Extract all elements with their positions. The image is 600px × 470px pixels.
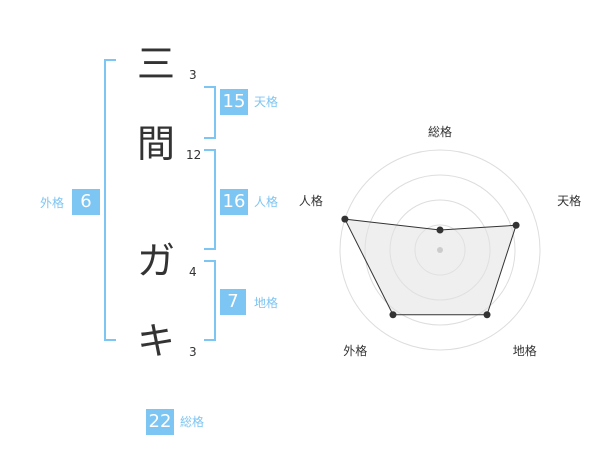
- radar-axis-label-2: 天格: [557, 193, 581, 208]
- gaikaku-label: 外格: [40, 196, 65, 210]
- tenkaku-value: 15: [220, 89, 248, 115]
- tenkaku-bracket: [204, 86, 216, 139]
- stroke-count-2: 12: [186, 148, 202, 162]
- chikaku-bracket: [204, 260, 216, 341]
- name-char-4: キ: [136, 319, 175, 363]
- radar-point-5: [341, 215, 349, 223]
- radar-axis-label-1: 総格: [428, 124, 452, 139]
- chikaku-value: 7: [220, 289, 246, 315]
- radar-point-1: [436, 226, 444, 234]
- radar-point-3: [483, 311, 491, 319]
- stroke-count-1: 3: [189, 68, 197, 82]
- name-char-2: 間: [136, 122, 175, 166]
- radar-axis-label-5: 人格: [299, 193, 323, 208]
- radar-axis-label-3: 地格: [513, 343, 537, 358]
- jinkaku-label: 人格: [254, 195, 279, 209]
- name-char-1: 三: [136, 42, 175, 86]
- gaikaku-bracket: [104, 59, 116, 341]
- chikaku-label: 地格: [254, 296, 279, 310]
- radar-center-point: [437, 247, 443, 253]
- soukaku-value: 22: [146, 409, 174, 435]
- gaikaku-value: 6: [72, 189, 100, 215]
- name-char-3: ガ: [136, 239, 175, 283]
- jinkaku-value: 16: [220, 189, 248, 215]
- radar-point-4: [389, 311, 397, 319]
- stroke-count-4: 3: [189, 345, 197, 359]
- soukaku-label: 総格: [180, 415, 205, 429]
- radar-series-polygon: [344, 218, 517, 316]
- tenkaku-label: 天格: [254, 95, 279, 109]
- jinkaku-bracket: [204, 149, 216, 250]
- radar-point-2: [512, 221, 520, 229]
- stroke-count-3: 4: [189, 265, 197, 279]
- radar-axis-label-4: 外格: [343, 343, 367, 358]
